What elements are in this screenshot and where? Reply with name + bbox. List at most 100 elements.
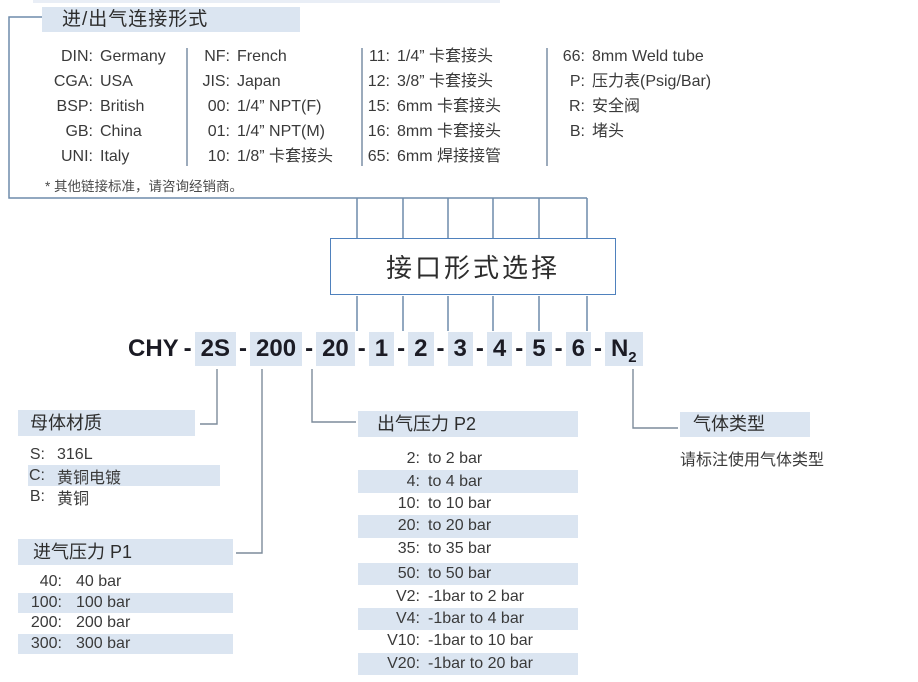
option-row: V4: -1bar to 4 bar	[358, 607, 578, 631]
connection-label: 1/4” NPT(M)	[237, 123, 325, 140]
connection-label: USA	[100, 73, 133, 90]
code-segment: 5	[526, 332, 552, 366]
column-divider	[546, 48, 548, 166]
model-code-line: CHY - 2S - 200 - 20 - 1 - 2 - 3 -	[126, 332, 643, 366]
connection-code: 66:	[562, 48, 585, 65]
option-code: 10:	[397, 494, 420, 512]
option-label: 黄铜电镀	[57, 469, 122, 487]
option-code: V20:	[387, 654, 420, 672]
option-row: 40: 40 bar	[18, 572, 233, 593]
connection-code: CGA:	[53, 73, 93, 90]
code-separator: -	[515, 335, 524, 362]
code-segment-text: 2	[414, 335, 428, 362]
material-options: S: 316L C: 黄铜电镀 B: 黄铜	[28, 444, 220, 508]
inlet-pressure-options: 40: 40 bar 100: 100 bar 200: 200 bar 300…	[18, 572, 233, 654]
connection-code: 16:	[367, 123, 390, 140]
elbow-material	[200, 369, 218, 425]
connection-code: B:	[569, 123, 585, 140]
model-code-prefix: CHY	[128, 335, 179, 362]
option-label: 300 bar	[76, 634, 131, 652]
connection-code: R:	[569, 98, 585, 115]
code-separator: -	[239, 335, 248, 362]
option-label: to 10 bar	[428, 494, 492, 512]
connection-label: 压力表(Psig/Bar)	[592, 73, 712, 90]
code-segment-text: N	[610, 335, 629, 362]
code-segment: 2S	[194, 332, 237, 366]
connection-label: 安全阀	[592, 98, 641, 115]
connection-form-header: 进/出气连接形式	[42, 7, 300, 32]
code-separator: -	[357, 335, 366, 362]
connection-code: 11:	[368, 48, 390, 65]
model-code-segments: - 2S - 200 - 20 - 1 - 2 - 3 - 4 -	[181, 332, 643, 366]
top-edge-strip	[33, 0, 500, 3]
option-row: 35: to 35 bar	[358, 538, 578, 560]
option-label: 100 bar	[76, 593, 131, 611]
option-code: S:	[29, 445, 45, 463]
code-segment: 2	[408, 332, 434, 366]
connection-row: R: 安全阀	[543, 94, 711, 119]
option-label: to 2 bar	[428, 450, 483, 468]
connection-row: 16: 8mm 卡套接头	[358, 119, 501, 144]
code-separator: -	[305, 335, 314, 362]
elbow-inlet-pressure	[236, 369, 263, 554]
connection-label: 1/8” 卡套接头	[237, 148, 334, 165]
code-segment-text: 20	[322, 335, 349, 362]
connection-label: Germany	[100, 48, 166, 65]
option-label: -1bar to 10 bar	[428, 632, 533, 650]
code-segment-text: 200	[256, 335, 297, 362]
connection-code: 15:	[367, 98, 390, 115]
option-code: 50:	[397, 565, 420, 583]
option-row: 50: to 50 bar	[358, 562, 578, 586]
interface-selection-box: 接口形式选择	[330, 238, 616, 295]
drop-lines-bottom	[356, 296, 588, 331]
gas-type-section-header: 气体类型	[680, 412, 810, 437]
connection-row: DIN: Germany	[38, 44, 166, 69]
material-section-header: 母体材质	[18, 410, 195, 436]
connection-row: 12: 3/8” 卡套接头	[358, 69, 501, 94]
outlet-pressure-options: 2: to 2 bar 4: to 4 bar 10: to 10 bar 20…	[358, 448, 578, 675]
outlet-pressure-section-header: 出气压力 P2	[358, 411, 578, 437]
option-code: 100:	[30, 593, 62, 611]
connection-code: 12:	[367, 73, 390, 90]
connection-column-standards: DIN: Germany CGA: USA BSP: British GB: C…	[38, 44, 166, 169]
column-divider	[361, 48, 363, 166]
option-label: to 20 bar	[428, 517, 492, 535]
connection-row: 15: 6mm 卡套接头	[358, 94, 501, 119]
option-row: V10: -1bar to 10 bar	[358, 630, 578, 652]
option-label: 40 bar	[76, 573, 122, 591]
connection-row: 00: 1/4” NPT(F)	[178, 94, 333, 119]
connection-row: JIS: Japan	[178, 69, 333, 94]
connection-label: 6mm 卡套接头	[397, 98, 502, 115]
option-code: 4:	[406, 472, 420, 490]
code-segment-text: 5	[532, 335, 546, 362]
connection-code: BSP:	[56, 98, 93, 115]
option-label: 200 bar	[76, 614, 131, 632]
option-code: 200:	[30, 614, 62, 632]
inlet-pressure-section-header: 进气压力 P1	[18, 539, 233, 565]
option-row: 10: to 10 bar	[358, 493, 578, 515]
code-segment: 200	[250, 332, 303, 366]
connection-row: CGA: USA	[38, 69, 166, 94]
code-separator: -	[436, 335, 445, 362]
elbow-outlet-pressure	[311, 369, 356, 423]
option-code: V10:	[387, 632, 420, 650]
connection-label: Italy	[100, 148, 130, 165]
connection-row: 11: 1/4” 卡套接头	[358, 44, 501, 69]
connection-code: GB:	[65, 123, 93, 140]
code-separator: -	[183, 335, 192, 362]
connection-label: Japan	[237, 73, 281, 90]
elbow-gas-type	[632, 369, 678, 429]
option-code: 2:	[406, 450, 420, 468]
connection-row: BSP: British	[38, 94, 166, 119]
connection-column-accessories: 66: 8mm Weld tube P: 压力表(Psig/Bar) R: 安全…	[543, 44, 711, 144]
code-segment: 20	[316, 332, 355, 366]
option-code: V4:	[395, 609, 420, 627]
connection-code: P:	[569, 73, 585, 90]
code-segment-text: 6	[571, 335, 585, 362]
connection-code: DIN:	[61, 48, 93, 65]
option-row: 200: 200 bar	[18, 613, 233, 634]
code-separator: -	[593, 335, 602, 362]
connection-label: 8mm 卡套接头	[397, 123, 502, 140]
connection-label: British	[100, 98, 145, 115]
connection-column-threads: NF: French JIS: Japan 00: 1/4” NPT(F) 01…	[178, 44, 333, 169]
